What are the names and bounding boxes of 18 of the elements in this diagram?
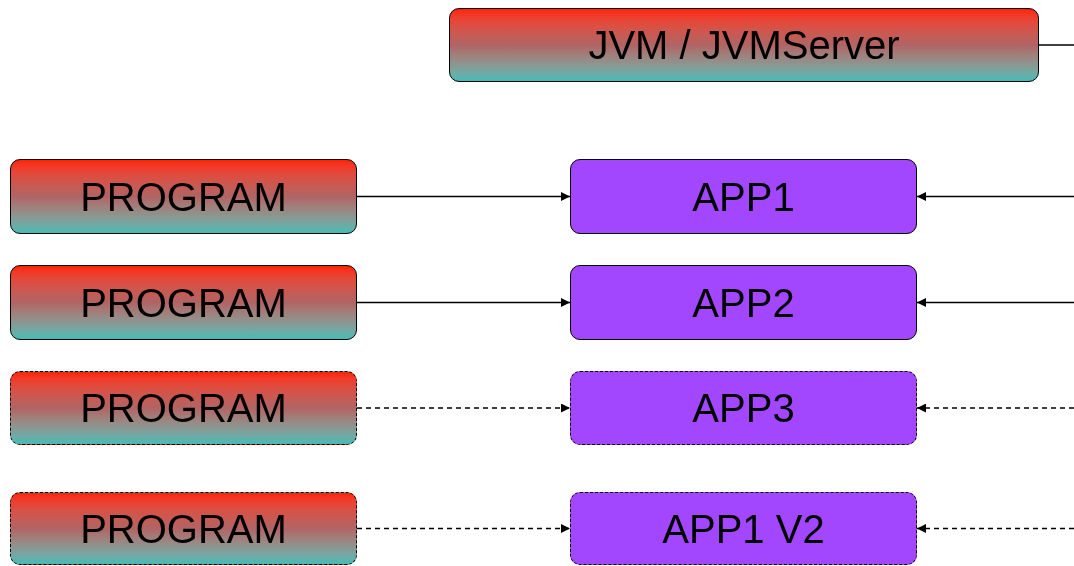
arrow bbox=[356, 524, 571, 533]
app-box: APP1 V2 bbox=[570, 492, 917, 565]
app-box: APP1 bbox=[570, 159, 917, 234]
connector-line bbox=[916, 524, 1074, 533]
program-box: PROGRAM bbox=[10, 371, 357, 445]
program-box: JVM / JVMServer bbox=[449, 8, 1039, 82]
arrow bbox=[356, 192, 571, 201]
app-box: APP3 bbox=[570, 371, 917, 445]
program-box: PROGRAM bbox=[10, 159, 357, 234]
connector-line bbox=[916, 403, 1074, 413]
arrow bbox=[356, 403, 571, 413]
program-box: PROGRAM bbox=[10, 492, 357, 565]
connector-line bbox=[916, 192, 1074, 201]
app-box: APP2 bbox=[570, 265, 917, 340]
connector-line bbox=[1038, 44, 1074, 46]
program-box: PROGRAM bbox=[10, 265, 357, 340]
arrow bbox=[356, 298, 571, 307]
connector-line bbox=[916, 298, 1074, 307]
